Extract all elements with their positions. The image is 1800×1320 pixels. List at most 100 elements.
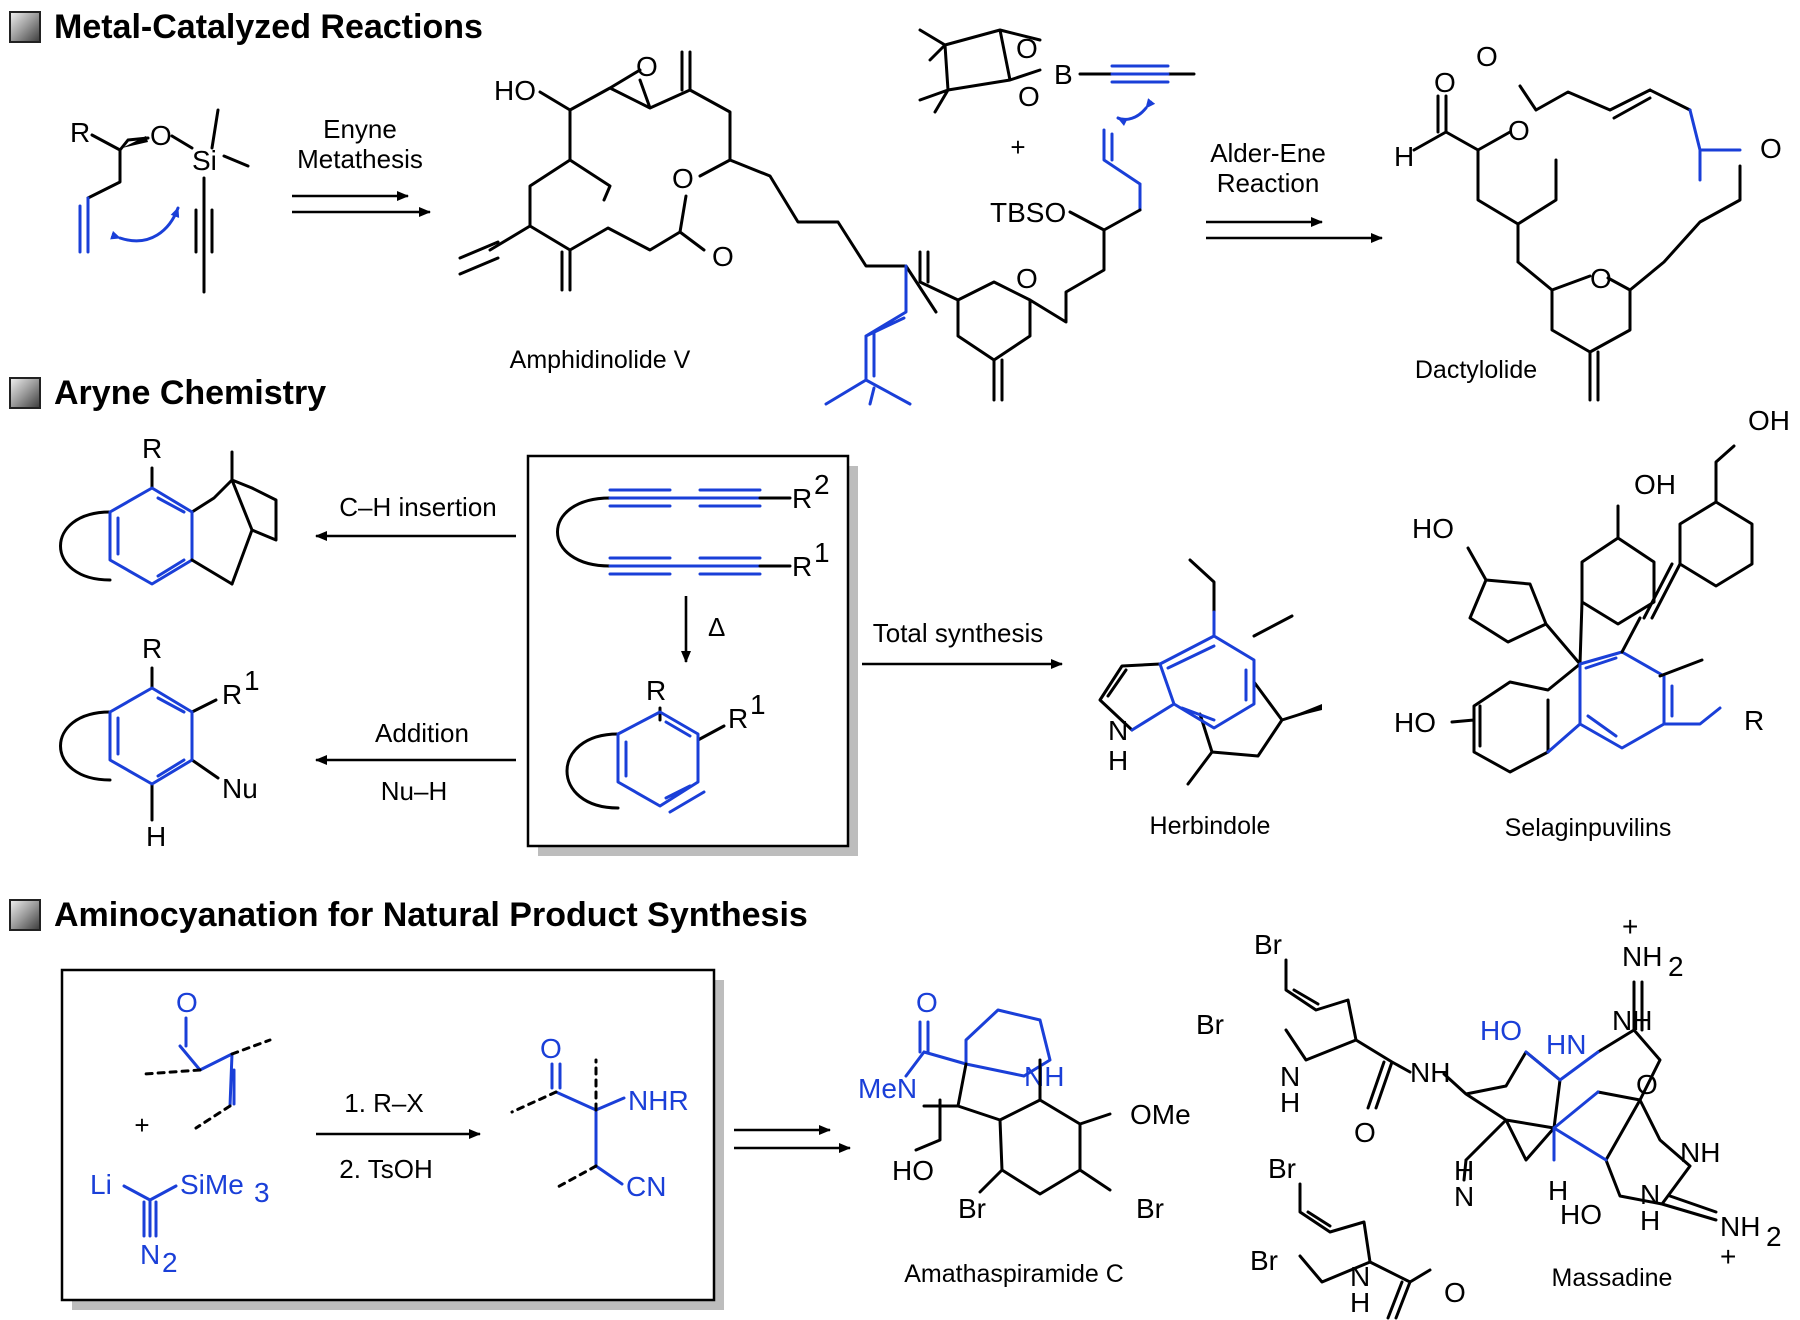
atom-OH-1: OH <box>1748 405 1790 436</box>
atom-Nu: Nu <box>222 773 258 804</box>
atom-O: O <box>150 120 172 151</box>
label-massadine: Massadine <box>1552 1264 1673 1292</box>
atom-B: B <box>1054 59 1073 90</box>
atom-H-m5: H <box>1548 1175 1568 1206</box>
arrow-addition: Addition Nu–H <box>315 718 516 806</box>
atom-R-aryne: R <box>646 675 666 706</box>
arrow-alder-ene: Alder-Ene Reaction <box>1206 138 1383 243</box>
dactylolide-structure: O H O O O O Dactylolide <box>1394 41 1782 402</box>
label-enyne: Enyne <box>323 114 397 144</box>
massadine-structure: Br Br N H O NH Br Br N H O N H HO HN NH … <box>1196 911 1782 1320</box>
plus-charge-1: + <box>1622 911 1638 942</box>
atom-O-prod: O <box>540 1033 562 1064</box>
label-amathaspiramide: Amathaspiramide C <box>904 1260 1124 1288</box>
label-selaginpuvilins: Selaginpuvilins <box>1505 814 1672 842</box>
addition-product: R R 1 Nu H <box>59 633 260 852</box>
atom-R-sela: R <box>1744 705 1764 736</box>
atom-Li: Li <box>90 1169 112 1200</box>
atom-O-pinacol1: O <box>1016 33 1038 64</box>
atom-HO-1: HO <box>1412 513 1454 544</box>
sub-2-m2: 2 <box>1766 1221 1782 1252</box>
atom-H-m2: H <box>1350 1287 1370 1318</box>
atom-HO-amath: HO <box>892 1155 934 1186</box>
atom-H-m1: H <box>1280 1087 1300 1118</box>
atom-H-herb: H <box>1108 745 1128 776</box>
label-metathesis: Metathesis <box>297 144 423 174</box>
atom-OH-2: OH <box>1634 469 1676 500</box>
atom-TBSO: TBSO <box>990 197 1066 228</box>
section-title-aryne: Aryne Chemistry <box>54 374 326 412</box>
atom-HO-m1: HO <box>1480 1015 1522 1046</box>
sup-1: 1 <box>814 537 830 568</box>
atom-H-m4: H <box>1640 1205 1660 1236</box>
label-heat: Δ <box>708 612 725 642</box>
label-reaction: Reaction <box>1217 168 1320 198</box>
plus-charge-2: + <box>1720 1241 1736 1272</box>
section-heading-metal: Metal-Catalyzed Reactions <box>9 8 483 46</box>
herbindole-structure: N H Herbindole <box>1098 558 1322 840</box>
atom-NH-amath: NH <box>1024 1061 1064 1092</box>
atom-R: R <box>70 117 90 148</box>
atom-HO-m2: HO <box>1560 1199 1602 1230</box>
atom-Br-m4: Br <box>1250 1245 1278 1276</box>
atom-NH2-m2: NH <box>1720 1211 1760 1242</box>
atom-CN: CN <box>626 1171 666 1202</box>
plus-sign: + <box>1010 132 1025 162</box>
atom-O-m2: O <box>1444 1277 1466 1308</box>
atom-O-lactone-carbonyl: O <box>1476 41 1498 72</box>
atom-NH2-m1: NH <box>1622 941 1662 972</box>
aminocyanation-box: O + Li SiMe 3 N 2 1. R–X 2. TsOH O NHR C… <box>60 968 724 1310</box>
plus-sign-amino: + <box>134 1110 149 1140</box>
sub-3: 3 <box>254 1177 270 1208</box>
label-herbindole: Herbindole <box>1150 812 1271 840</box>
label-step1: 1. R–X <box>344 1088 424 1118</box>
enyne-substrate: R O Si <box>70 108 250 294</box>
atom-Br-m2: Br <box>1196 1009 1224 1040</box>
atom-OMe: OMe <box>1130 1099 1191 1130</box>
atom-R-add: R <box>142 633 162 664</box>
sup-1-add: 1 <box>244 665 260 696</box>
atom-H-add: H <box>146 821 166 852</box>
atom-NHR: NHR <box>628 1085 689 1116</box>
atom-Si: Si <box>192 145 217 176</box>
atom-N-m3: N <box>1454 1181 1474 1212</box>
amathaspiramide-c-structure: O MeN NH HO OMe Br Br Amathaspiramide C <box>858 987 1191 1288</box>
arrow-enyne-metathesis: Enyne Metathesis <box>292 114 431 217</box>
sup-2: 2 <box>814 469 830 500</box>
atom-O-pyran: O <box>1016 263 1038 294</box>
label-addition: Addition <box>375 718 469 748</box>
atom-Br-1: Br <box>958 1193 986 1224</box>
atom-O-carbonyl: O <box>712 241 734 272</box>
atom-R1: R <box>792 551 812 582</box>
atom-HN-m: HN <box>1546 1029 1586 1060</box>
sub-2-m1: 2 <box>1668 951 1684 982</box>
atom-R-ch: R <box>142 433 162 464</box>
label-nu-h: Nu–H <box>381 776 447 806</box>
atom-N-m1: N <box>1280 1061 1300 1092</box>
atom-R2: R <box>792 483 812 514</box>
atom-Br-m3: Br <box>1268 1153 1296 1184</box>
atom-H-aldehyde: H <box>1394 141 1414 172</box>
atom-NH-m1: NH <box>1410 1057 1450 1088</box>
atom-R1-add: R <box>222 679 242 710</box>
atom-O-pyran-prod: O <box>1590 263 1612 294</box>
alder-ene-substrates: O O B + TBSO O <box>918 28 1196 402</box>
amphidinolide-v-structure: HO O O O Amphidinolide V <box>458 50 938 406</box>
label-step2: 2. TsOH <box>339 1154 432 1184</box>
aryne-precursor-box: R 2 R 1 Δ R R 1 <box>526 454 858 856</box>
atom-O-ester: O <box>672 163 694 194</box>
sub-2: 2 <box>162 1247 178 1278</box>
gray-bevel-square-icon <box>9 11 41 43</box>
atom-HO: HO <box>494 75 536 106</box>
sup-1-aryne: 1 <box>750 689 766 720</box>
arrow-ch-insertion: C–H insertion <box>315 492 516 541</box>
gray-bevel-square-icon <box>9 377 41 409</box>
section-title-metal: Metal-Catalyzed Reactions <box>54 8 483 46</box>
section-heading-aryne: Aryne Chemistry <box>9 374 326 412</box>
atom-O-m1: O <box>1354 1117 1376 1148</box>
atom-O-pinacol2: O <box>1018 81 1040 112</box>
label-ch-insertion: C–H insertion <box>339 492 497 522</box>
atom-O-enone: O <box>176 987 198 1018</box>
atom-O-aldehyde: O <box>1434 67 1456 98</box>
